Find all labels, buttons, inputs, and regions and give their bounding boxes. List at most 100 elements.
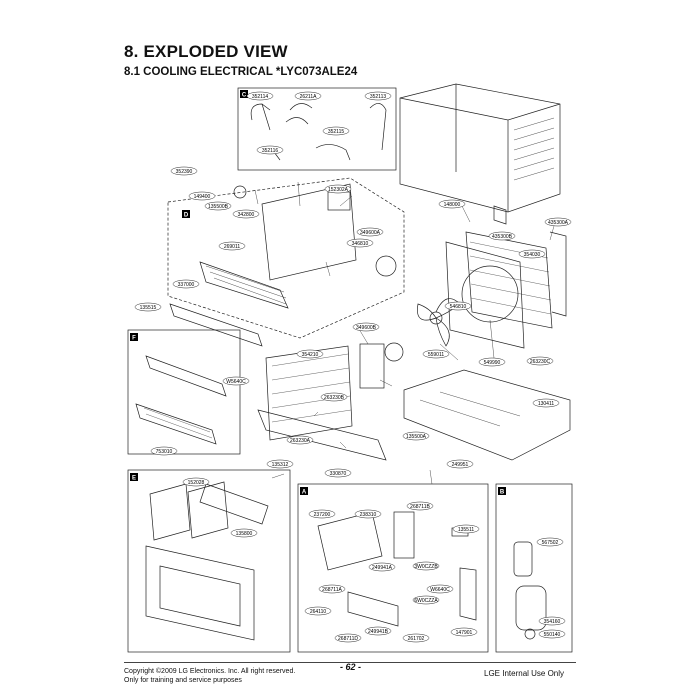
part-149400-shape — [233, 185, 247, 199]
box-letter-b: B — [500, 490, 505, 496]
part-number-text: 349600A — [360, 230, 381, 236]
part-W5640C-bar — [145, 355, 227, 397]
copyright-text: Copyright ©2009 LG Electronics. Inc. All… — [124, 668, 296, 675]
part-152302A-shape — [327, 191, 351, 211]
part-label-263230C: 263230C — [526, 356, 554, 366]
part-number-text: 352114 — [252, 94, 269, 100]
part-label-26211A: 26211A — [294, 91, 322, 101]
part-number-text: 26211A — [300, 94, 318, 100]
part-number-text: 352390 — [176, 169, 193, 175]
part-label-354210: 354210 — [296, 349, 324, 359]
part-number-text: 549990 — [484, 360, 501, 366]
part-number-text: 550140 — [544, 632, 561, 638]
part-label-130411: 130411 — [532, 398, 560, 408]
part-number-text: 435300B — [492, 234, 513, 240]
part-labels: 352114 26211A 352113 352115 352116 352390 1494… — [134, 91, 572, 643]
blower-housing — [261, 183, 357, 281]
part-label-135500A: 135500A — [402, 431, 430, 441]
bracket-435300 — [493, 205, 507, 225]
part-label-559011: 559011 — [422, 349, 450, 359]
box-letter-f: F — [132, 336, 136, 342]
tube-352114 — [250, 103, 271, 131]
capacitor-567502 — [513, 541, 533, 577]
box-letter-e: E — [132, 476, 136, 482]
part-label-352390: 352390 — [170, 166, 198, 176]
part-label-349600A: 349600A — [356, 227, 384, 237]
part-label-264110: 264110 — [304, 606, 332, 616]
part-label-3W0CZZB: 3W0CZZB — [412, 561, 440, 571]
box-f-frame — [127, 329, 241, 455]
part-label-W5640C: W5640C — [222, 376, 250, 386]
usage-text: Only for training and service purposes — [124, 677, 242, 684]
part-number-text: 6W0CZZA — [414, 598, 438, 604]
part-number-text: 263230B — [324, 395, 345, 401]
box-261702 — [347, 591, 399, 627]
part-label-135500B: 135500B — [204, 201, 232, 211]
part-label-337000: 337000 — [172, 279, 200, 289]
part-number-text: 268711D — [338, 636, 358, 642]
section-subtitle: 8.1 COOLING ELECTRICAL *LYC073ALE24 — [124, 66, 358, 78]
part-label-W6640C: W6640C — [426, 584, 454, 594]
part-label-352116: 352116 — [256, 145, 284, 155]
part-label-352114: 352114 — [246, 91, 274, 101]
control-board-237200 — [317, 511, 383, 571]
part-number-text: 753010 — [156, 449, 173, 455]
part-number-text: 152028 — [188, 480, 205, 486]
part-number-text: 546810 — [450, 304, 467, 310]
part-number-text: 249941B — [368, 629, 389, 635]
part-label-330870: 330870 — [324, 468, 352, 478]
part-label-148000: 148000 — [438, 199, 466, 209]
part-number-text: 238310 — [360, 512, 377, 518]
part-label-352115: 352115 — [322, 126, 350, 136]
part-label-352113: 352113 — [364, 91, 392, 101]
part-label-567502: 567502 — [536, 537, 564, 547]
compressor-354160 — [515, 585, 547, 631]
part-label-268711D: 268711D — [334, 633, 362, 643]
part-number-text: 261702 — [408, 636, 425, 642]
part-label-342800: 342800 — [232, 209, 260, 219]
base-pan-ribs — [419, 391, 521, 427]
part-number-text: 135800 — [236, 531, 253, 537]
box-c-frame — [237, 87, 397, 171]
part-number-text: 435300A — [548, 220, 569, 226]
part-label-354030: 354030 — [518, 249, 546, 259]
part-number-text: 268711B — [410, 504, 430, 510]
shroud-opening — [461, 265, 519, 323]
fan-motor — [384, 342, 404, 362]
part-label-546810: 546810 — [444, 301, 472, 311]
part-label-349600B: 349600B — [352, 322, 380, 332]
footer-copyright: Copyright ©2009 LG Electronics. Inc. All… — [124, 667, 295, 685]
part-number-text: 337000 — [178, 282, 195, 288]
part-number-text: 135500A — [406, 434, 427, 440]
part-550140-shape — [524, 628, 536, 640]
grille-slats — [143, 407, 213, 439]
part-number-text: 269011 — [224, 244, 241, 250]
part-label-249941A: 249941A — [368, 562, 396, 572]
part-label-152028: 152028 — [182, 477, 210, 487]
part-label-549990: 549990 — [478, 357, 506, 367]
part-label-237200: 237200 — [308, 509, 336, 519]
part-label-149400: 149400 — [188, 191, 216, 201]
part-label-346810: 346810 — [346, 238, 374, 248]
internal-use-notice: LGE Internal Use Only — [484, 669, 565, 678]
part-label-147901: 147901 — [450, 627, 478, 637]
page-number: - 62 - — [340, 662, 362, 672]
part-number-text: 268711A — [322, 587, 342, 593]
leader-lines — [254, 181, 555, 485]
box-b-frame — [495, 483, 573, 653]
part-number-text: W6640C — [430, 587, 450, 593]
filter-337000 — [169, 303, 263, 347]
part-number-text: 342800 — [238, 212, 255, 218]
part-number-text: 135511 — [458, 527, 475, 533]
part-label-354160: 354160 — [538, 616, 566, 626]
part-label-135312: 135312 — [266, 459, 294, 469]
part-number-text: 152302A — [328, 187, 349, 193]
evaporator-fins — [271, 353, 352, 423]
shroud-549990 — [445, 241, 525, 349]
condenser-coil — [465, 231, 553, 329]
side-panel-354030 — [549, 231, 567, 317]
part-label-6W0CZZA: 6W0CZZA — [412, 595, 440, 605]
part-number-text: 264110 — [310, 609, 327, 615]
part-number-text: 352115 — [328, 129, 345, 135]
front-cover-panel — [159, 565, 241, 627]
